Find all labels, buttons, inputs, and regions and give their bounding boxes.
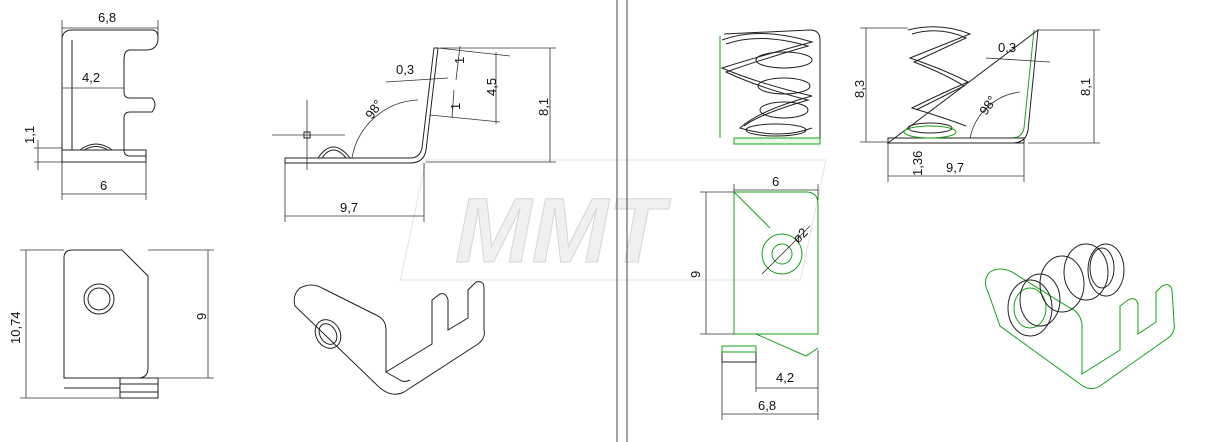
left-front-view: 98° 0,3 1 4,5 1 8,1 9,7	[272, 45, 556, 222]
dim-height: 8,1	[536, 98, 551, 116]
dim-height: 9	[194, 313, 209, 320]
left-side-view: 6,8 4,2 1,1 6	[22, 10, 159, 200]
dim-angle: 98°	[976, 93, 1000, 118]
right-front-view: 8,3 0,3 98° 8,1 1,36 9,7	[852, 26, 1100, 182]
dim-base: 1,36	[910, 151, 925, 176]
dim-height: 8,1	[1078, 78, 1093, 96]
dim-angle: 98°	[362, 97, 386, 122]
right-isometric-view	[984, 243, 1175, 390]
dim-slot-lower: 1	[448, 103, 463, 110]
dim-slot: 4,2	[82, 70, 100, 85]
dim-thickness: 0,3	[998, 40, 1016, 55]
watermark: MMT	[399, 159, 827, 283]
dim-total: 10,74	[8, 311, 23, 344]
dim-slot-height: 4,5	[484, 78, 499, 96]
dim-length: 9,7	[946, 160, 964, 175]
watermark-text: MMT	[455, 180, 671, 282]
dim-width-top: 6,8	[98, 10, 116, 25]
dim-width: 6	[772, 174, 779, 189]
left-top-view: 10,74 9	[8, 249, 214, 399]
dim-slot-width: 1	[452, 57, 467, 64]
dim-total: 6,8	[758, 398, 776, 413]
dim-slot: 4,2	[776, 370, 794, 385]
right-top-view: ø2 6 9 4,2 6,8	[688, 174, 819, 420]
dim-spring-height: 8,3	[852, 80, 867, 98]
left-isometric-view	[293, 281, 485, 395]
dim-height: 9	[688, 271, 703, 278]
dim-width-bottom: 6	[100, 178, 107, 193]
right-side-view	[719, 29, 821, 145]
dim-thickness: 0,3	[396, 62, 414, 77]
dim-height: 1,1	[22, 126, 37, 144]
dim-length: 9,7	[340, 200, 358, 215]
